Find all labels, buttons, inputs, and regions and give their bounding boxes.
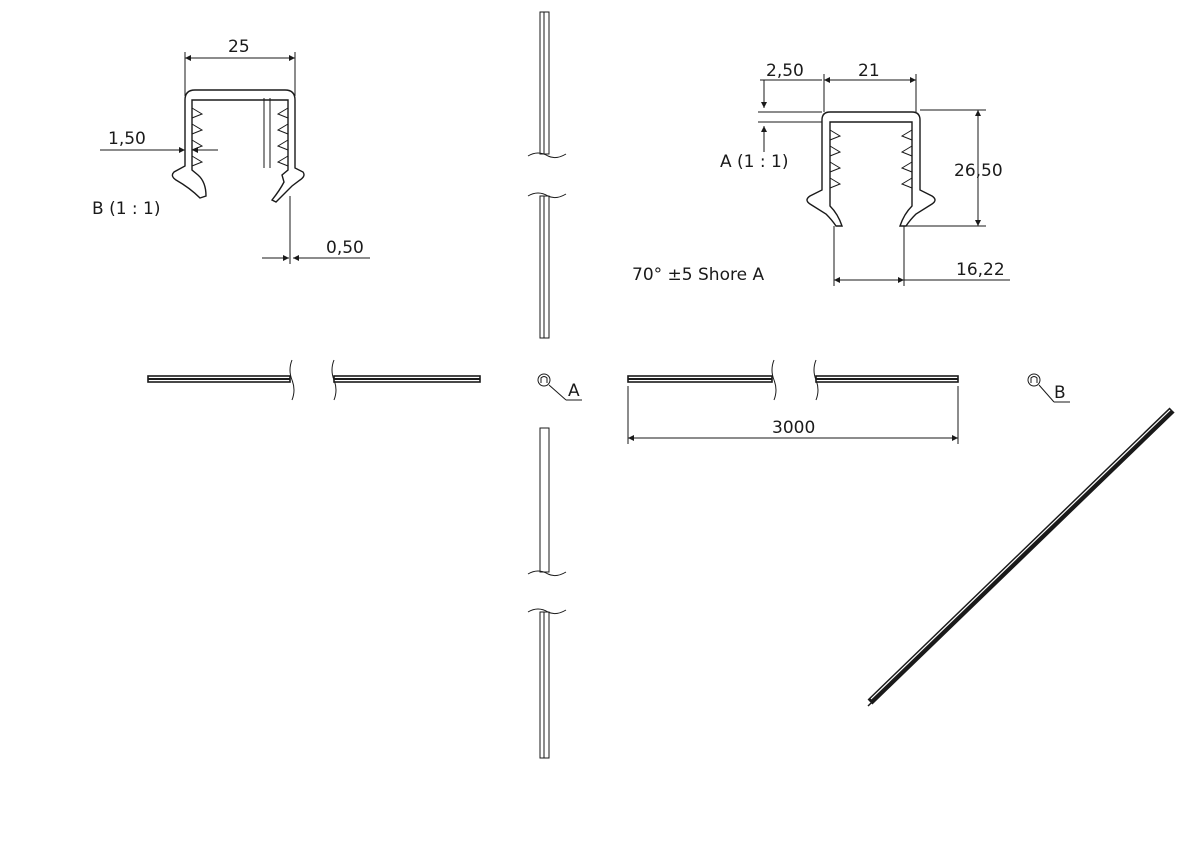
callout-label-a: A [568,381,580,401]
profile-outline-b [171,89,305,203]
callout-b: B [1027,373,1070,403]
vertical-view-top [527,11,567,339]
isometric-view [867,407,1175,707]
dim-wall-b: 1,50 [108,129,146,149]
callout-a: A [537,373,582,401]
serrations-right-b [276,107,289,167]
detail-a-view: 21 2,50 26,50 16,22 A (1 : 1) [720,61,1010,286]
detail-label-a: A (1 : 1) [720,152,788,172]
serrations-left-a [829,129,842,189]
callout-label-b: B [1054,383,1066,403]
material-note: 70° ±5 Shore A [632,265,764,285]
horizontal-view-left [147,359,481,401]
dim-offset-a: 2,50 [766,61,804,81]
dim-opening-a: 16,22 [956,260,1005,280]
detail-label-b: B (1 : 1) [92,199,161,219]
detail-b-view: 25 1,50 0,50 B (1 : 1) [92,37,370,264]
dim-width-b: 25 [228,37,250,57]
serrations-left-b [191,107,204,167]
dim-inner-a: 21 [858,61,880,81]
profile-outline-a [806,111,936,227]
inner-strip-b [263,98,271,168]
dim-height-a: 26,50 [954,161,1003,181]
horizontal-view-right: 3000 [627,359,959,444]
dim-tip-b: 0,50 [326,238,364,258]
serrations-right-a [900,129,913,189]
dim-length: 3000 [772,418,815,438]
vertical-view-bottom [527,427,567,759]
